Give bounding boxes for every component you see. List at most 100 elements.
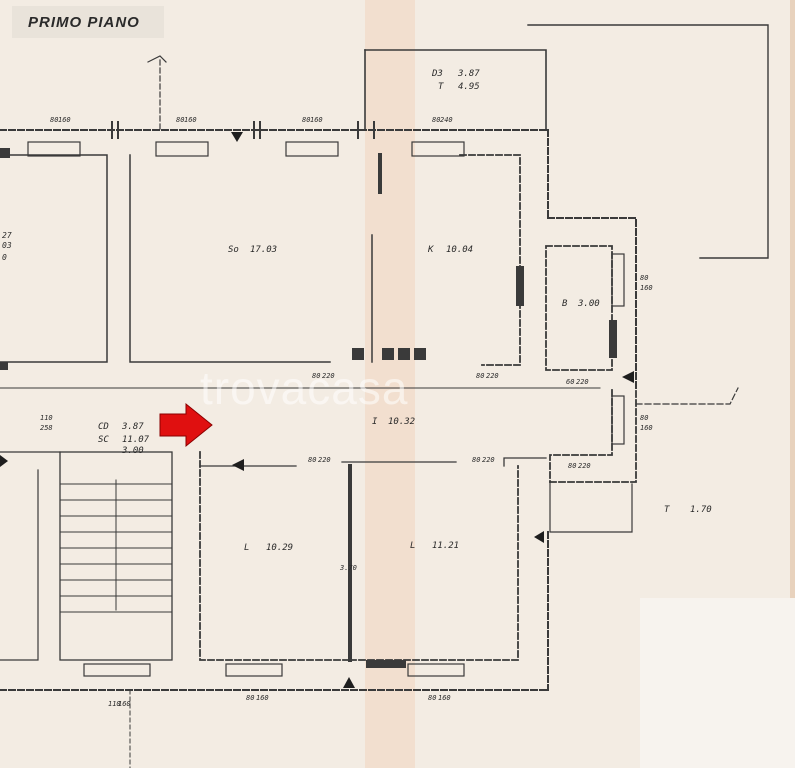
window-h: 160 <box>310 116 323 124</box>
window-w: 80 <box>246 694 254 702</box>
marker-triangle <box>0 455 8 467</box>
stair-treads <box>60 483 172 613</box>
section-mark <box>147 55 167 63</box>
room-d3-value: 3.87 <box>457 69 480 79</box>
bedroom-left-wall <box>199 451 351 661</box>
bathroom-wall <box>545 245 613 371</box>
balcony-line <box>635 387 739 405</box>
hatch-kitchen <box>516 266 524 306</box>
hatch-shaft-2 <box>382 348 394 360</box>
room-sc-code: SC <box>98 435 109 445</box>
door-w: 80 <box>312 372 320 380</box>
sill-top-2 <box>155 141 209 157</box>
room-k-value: 10.04 <box>446 245 473 255</box>
room-so-code: So <box>228 245 239 255</box>
window-w: 80 <box>640 414 648 422</box>
window-h: 160 <box>184 116 197 124</box>
left-room-wall <box>0 154 108 363</box>
room-i-value: 10.32 <box>388 417 415 427</box>
wall-dimension: 3.70 <box>339 564 357 572</box>
room-k-code: K <box>427 245 434 255</box>
paper-edge <box>790 0 795 768</box>
room-terrace-value: 1.70 <box>690 505 712 515</box>
window-h: 160 <box>118 700 131 708</box>
window-w: 80 <box>640 274 648 282</box>
room-b-value: 3.00 <box>577 299 600 309</box>
sill-top-3 <box>285 141 339 157</box>
sill-right-1 <box>611 253 625 307</box>
window-h: 160 <box>256 694 269 702</box>
title-box <box>12 6 164 38</box>
window-h: 160 <box>640 284 653 292</box>
door-w: 80 <box>568 462 576 470</box>
hatch-shaft-1 <box>352 348 364 360</box>
room-b-code: B <box>562 299 568 309</box>
window-h: 160 <box>58 116 71 124</box>
door-h: 220 <box>576 378 589 386</box>
door-h: 220 <box>486 372 499 380</box>
door-h: 220 <box>322 372 335 380</box>
marker-triangle <box>231 132 243 142</box>
window-w: 80 <box>176 116 184 124</box>
edge-label: 27 <box>2 231 12 240</box>
window-w: 80 <box>302 116 310 124</box>
room-sc-value: 11.07 <box>122 435 150 445</box>
room-l2-code: L <box>410 541 415 551</box>
sill-right-2 <box>611 395 625 445</box>
room-so-value: 17.03 <box>250 245 277 255</box>
paper-light-patch <box>640 598 795 768</box>
outer-boundary-top <box>527 24 769 259</box>
sill-bottom-1 <box>83 663 151 677</box>
soggiorno-wall <box>129 154 331 363</box>
window-h: 240 <box>440 116 453 124</box>
door-h: 220 <box>318 456 331 464</box>
sill-bottom-3 <box>407 663 465 677</box>
door-w: 60 <box>566 378 574 386</box>
marker-triangle <box>343 677 355 688</box>
door-w: 80 <box>308 456 316 464</box>
window-w: 80 <box>50 116 58 124</box>
left-lower-wall <box>0 469 39 661</box>
hatch-bottom <box>366 660 406 668</box>
window-h: 160 <box>640 424 653 432</box>
room-l1-value: 10.29 <box>266 543 293 553</box>
bathroom-bay-wall <box>547 217 637 391</box>
stair-block <box>59 451 173 661</box>
sill-bottom-2 <box>225 663 283 677</box>
bedroom-right-corner <box>503 457 547 467</box>
hatch-left <box>0 362 8 370</box>
hatch-shaft-3 <box>398 348 410 360</box>
room-sc-extra: 3.00 <box>121 446 144 456</box>
room-terrace-code: T <box>664 505 670 515</box>
window-w: 80 <box>432 116 440 124</box>
room-i-code: I <box>372 417 378 427</box>
plan-title: PRIMO PIANO <box>28 14 140 31</box>
room-t-top-value: 4.95 <box>458 82 480 92</box>
room-t-top-code: T <box>438 82 444 92</box>
door-w: 110 <box>40 414 53 422</box>
edge-label: 0 <box>2 253 7 262</box>
terrace-top-wall <box>364 49 547 131</box>
window-w: 80 <box>428 694 436 702</box>
room-cd-code: CD <box>98 422 109 432</box>
door-h: 220 <box>482 456 495 464</box>
sill-top-1 <box>27 141 81 157</box>
hatch-bathroom <box>609 320 617 358</box>
kitchen-wall <box>459 154 521 366</box>
marker-triangle <box>622 371 634 383</box>
door-w: 80 <box>476 372 484 380</box>
door-w: 80 <box>472 456 480 464</box>
room-l2-value: 11.21 <box>432 541 459 551</box>
edge-label: 03 <box>2 241 12 250</box>
terrace-small-outline <box>549 481 633 533</box>
door-h: 220 <box>578 462 591 470</box>
watermark: trovacasa <box>200 362 408 414</box>
window-h: 160 <box>438 694 451 702</box>
hatch-top-left <box>0 148 10 158</box>
door-h: 258 <box>40 424 53 432</box>
marker-triangle <box>232 459 244 471</box>
window-w: 110 <box>108 700 121 708</box>
landing-wall <box>549 389 637 483</box>
